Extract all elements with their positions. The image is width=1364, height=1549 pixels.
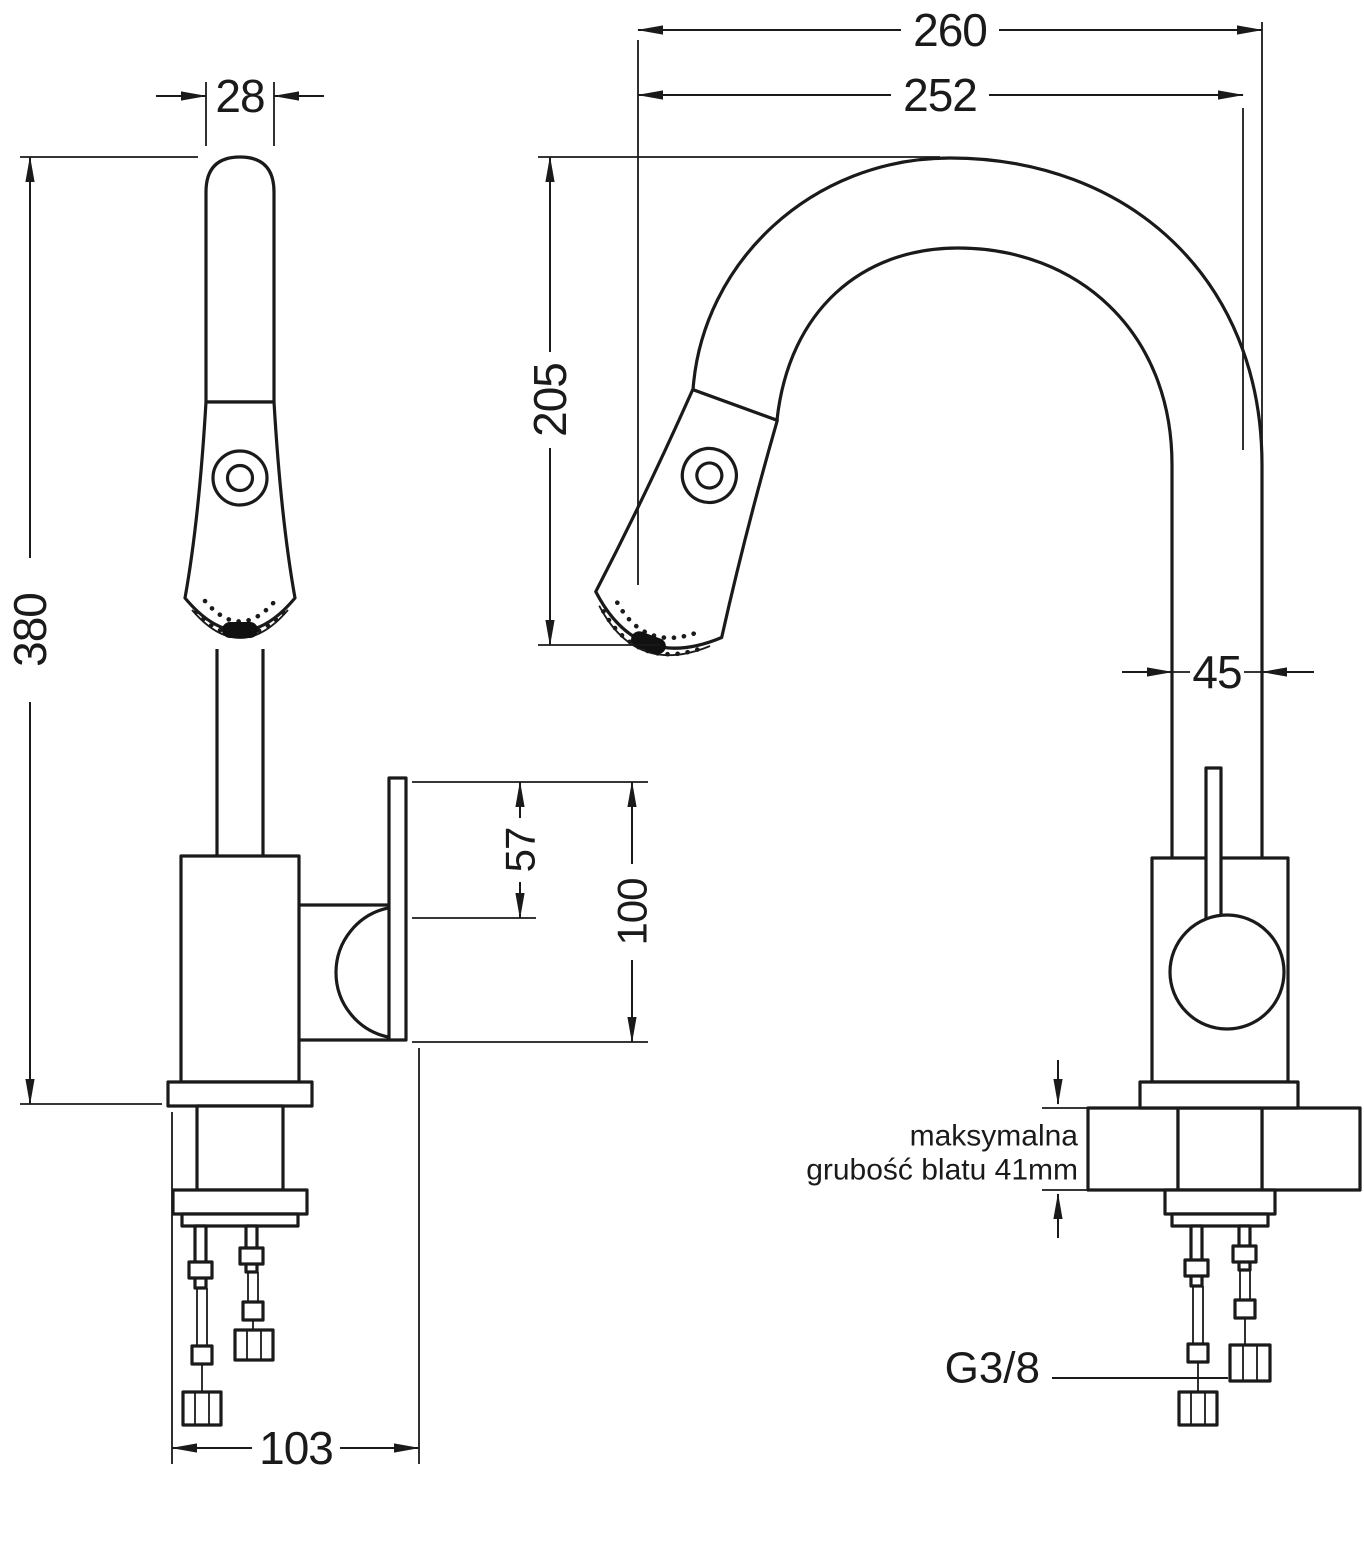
label-g38: G3/8 bbox=[945, 1344, 1040, 1393]
dimension-base-depth: 103 bbox=[171, 1048, 420, 1474]
dim-label-45: 45 bbox=[1192, 646, 1241, 698]
dimension-overall-height: 380 bbox=[4, 156, 198, 1105]
dim-label-100: 100 bbox=[609, 878, 656, 945]
note-line-2: grubość blatu 41mm bbox=[806, 1154, 1078, 1187]
label-mask bbox=[528, 352, 572, 448]
base-flange-side bbox=[1138, 1080, 1300, 1110]
hose-hexnut-side bbox=[1177, 1390, 1219, 1427]
dimension-spout-reach-outer: 260 bbox=[637, 4, 1263, 585]
label-mask bbox=[8, 558, 52, 702]
handle-lever-edge bbox=[387, 776, 408, 1042]
label-mask bbox=[252, 1426, 340, 1468]
stud-nut-left bbox=[187, 1260, 214, 1280]
spout-inner-edge bbox=[775, 246, 1174, 858]
spray-head-side bbox=[594, 388, 779, 657]
wand-tube bbox=[204, 155, 276, 404]
stud-nut-right bbox=[238, 1246, 265, 1266]
mounting-nut bbox=[171, 1188, 309, 1216]
faucet-body-front bbox=[179, 776, 408, 1084]
handle-rod bbox=[1204, 766, 1223, 930]
threaded-shank-side bbox=[1176, 1106, 1264, 1192]
hose-right-sleeve bbox=[241, 1300, 265, 1322]
dim-label-103: 103 bbox=[259, 1422, 333, 1474]
hose-left-sleeve bbox=[190, 1344, 214, 1366]
dimension-handle-height: 100 bbox=[412, 781, 656, 1043]
dimension-spray-head-width: 28 bbox=[156, 70, 324, 146]
stud-nut-right-side bbox=[1231, 1244, 1258, 1264]
dimension-handle-upper: 57 bbox=[412, 781, 648, 919]
mounting-nut-side bbox=[1163, 1188, 1277, 1216]
aerator-side bbox=[631, 631, 666, 655]
aerator bbox=[222, 622, 258, 638]
hose-right-hexnut bbox=[233, 1328, 275, 1362]
g38-hexnut bbox=[1228, 1343, 1272, 1383]
spray-wand bbox=[183, 155, 297, 639]
label-mask bbox=[901, 9, 999, 51]
dim-label-260: 260 bbox=[913, 4, 987, 56]
spray-cone-side bbox=[594, 388, 779, 650]
hose-left-hexnut bbox=[181, 1390, 223, 1427]
dim-label-205: 205 bbox=[524, 363, 576, 437]
dimension-body-diameter: 45 bbox=[1122, 646, 1314, 698]
spray-button-side-inner bbox=[695, 461, 724, 490]
countertop-thickness-note: maksymalna grubość blatu 41mm bbox=[806, 1060, 1088, 1238]
side-view: 260 252 205 45 bbox=[524, 4, 1362, 1427]
countertop-right bbox=[1260, 1106, 1362, 1192]
spray-nozzles-inner bbox=[202, 598, 278, 624]
label-mask bbox=[499, 818, 541, 882]
stud-left-side bbox=[1189, 1224, 1204, 1288]
countertop-left bbox=[1086, 1106, 1180, 1192]
thread-size-label: G3/8 bbox=[945, 1344, 1228, 1393]
mounting-front bbox=[166, 1080, 314, 1427]
dim-label-252: 252 bbox=[903, 69, 977, 121]
hose-sleeve-side bbox=[1186, 1342, 1210, 1364]
note-line-1: maksymalna bbox=[910, 1120, 1079, 1153]
dim-label-28: 28 bbox=[215, 70, 264, 122]
dim-label-380: 380 bbox=[4, 593, 56, 667]
dimension-spout-clearance: 205 bbox=[524, 156, 940, 646]
threaded-shank bbox=[195, 1104, 285, 1192]
spray-button-inner bbox=[225, 463, 255, 493]
label-mask bbox=[610, 864, 654, 960]
washer bbox=[180, 1212, 300, 1228]
faucet-body-side bbox=[1150, 766, 1290, 1084]
label-mask bbox=[891, 74, 989, 116]
washer-side bbox=[1170, 1212, 1270, 1228]
dimension-spout-reach: 252 bbox=[637, 69, 1244, 450]
body bbox=[179, 854, 301, 1084]
mounting-side bbox=[1086, 1080, 1362, 1427]
handle-ball bbox=[1168, 913, 1286, 1031]
dim-label-57: 57 bbox=[497, 828, 544, 873]
riser-pipe bbox=[215, 649, 265, 857]
spout-outer-edge bbox=[691, 156, 1264, 858]
ball-housing bbox=[334, 906, 389, 1039]
label-mask bbox=[1192, 651, 1242, 693]
spray-cone bbox=[183, 400, 297, 633]
front-view: 28 380 57 100 bbox=[4, 70, 656, 1474]
base-flange bbox=[166, 1080, 314, 1108]
stud-left bbox=[193, 1224, 208, 1290]
hose-sleeve-side2 bbox=[1233, 1298, 1257, 1320]
gooseneck-spout bbox=[691, 156, 1264, 858]
stud-nut-left-side bbox=[1183, 1258, 1210, 1278]
spray-nozzles-side2 bbox=[614, 600, 701, 641]
